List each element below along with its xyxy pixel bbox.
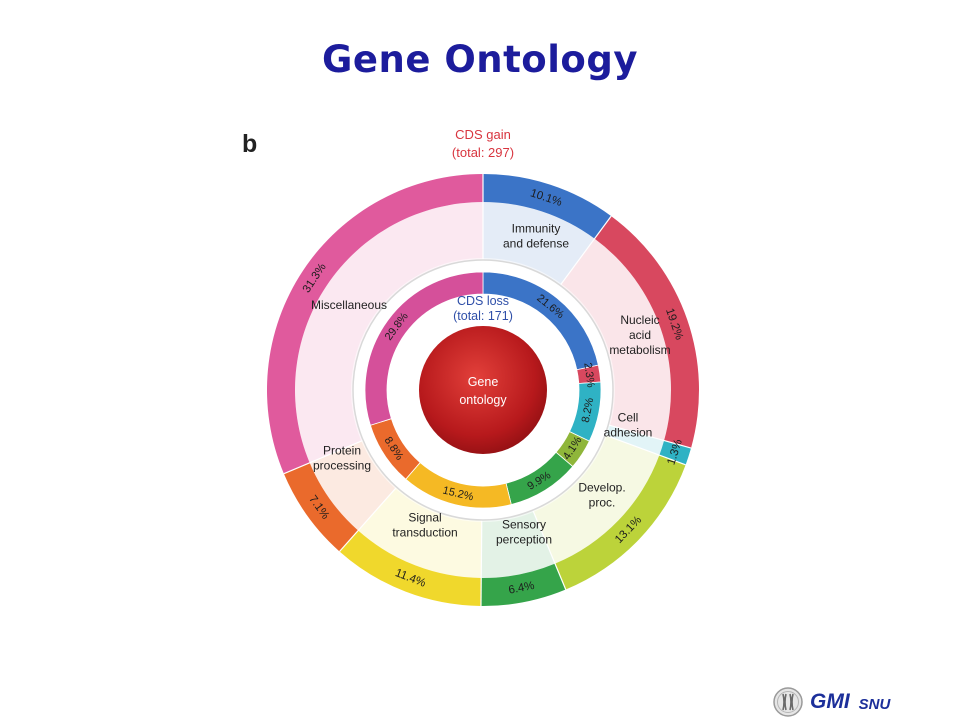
outer-ring-total: (total: 297)	[452, 145, 514, 160]
category-label-develop-proc: Develop.	[578, 481, 625, 495]
outer-region-cell-adhesion	[604, 424, 665, 456]
center-label-line: Gene	[468, 375, 499, 389]
outer-slice-nucleic-acid-metabolism	[594, 216, 699, 449]
outer-region-immunity-and-defense	[483, 202, 595, 286]
logo-text: GMI	[810, 690, 850, 713]
inner-ring-title: CDS loss	[457, 294, 509, 308]
outer-region-develop-proc	[532, 435, 660, 564]
outer-slice-miscellaneous	[267, 174, 483, 474]
category-label-nucleic-acid-metabolism: Nucleic	[620, 313, 659, 327]
category-label-protein-processing: Protein	[323, 444, 361, 458]
inner-slice-label-nucleic-acid-metabolism: 2.3%	[581, 362, 596, 389]
category-label-immunity-and-defense: Immunity	[512, 222, 561, 236]
center-disk	[419, 326, 547, 454]
category-label-cell-adhesion: adhesion	[604, 426, 653, 440]
outer-region-signal-transduction	[358, 487, 482, 578]
outer-slice-sensory-perception	[480, 563, 566, 607]
category-label-immunity-and-defense: and defense	[503, 237, 569, 251]
category-label-sensory-perception: perception	[496, 533, 552, 547]
slide-title: Gene Ontology	[322, 38, 638, 81]
outer-slice-cell-adhesion	[659, 440, 692, 465]
outer-ring-title: CDS gain	[455, 127, 511, 142]
inner-ring-total: (total: 171)	[453, 309, 513, 323]
center-label-line: ontology	[459, 393, 507, 407]
logo-subtext: SNU	[858, 695, 891, 713]
outer-slice-develop-proc	[555, 455, 686, 590]
category-label-cell-adhesion: Cell	[618, 411, 639, 425]
outer-slice-label-sensory-perception: 6.4%	[507, 580, 535, 597]
chromosome-logo-icon	[773, 687, 803, 717]
category-label-signal-transduction: transduction	[392, 526, 457, 540]
category-label-signal-transduction: Signal	[408, 511, 441, 525]
category-label-protein-processing: processing	[313, 459, 371, 473]
category-label-sensory-perception: Sensory	[502, 518, 546, 532]
footer-logo: GMI SNU	[772, 686, 890, 718]
category-label-develop-proc: proc.	[589, 496, 616, 510]
category-label-nucleic-acid-metabolism: acid	[629, 328, 651, 342]
outer-slice-signal-transduction	[339, 530, 482, 606]
outer-region-nucleic-acid-metabolism	[560, 238, 671, 441]
category-label-nucleic-acid-metabolism: metabolism	[609, 343, 670, 357]
category-label-miscellaneous: Miscellaneous	[311, 298, 387, 312]
outer-region-sensory-perception	[481, 510, 556, 578]
outer-slice-protein-processing	[283, 462, 359, 552]
panel-letter: b	[242, 130, 258, 158]
inner-slice-label-cell-adhesion: 8.2%	[580, 397, 597, 424]
outer-slice-immunity-and-defense	[483, 174, 612, 239]
